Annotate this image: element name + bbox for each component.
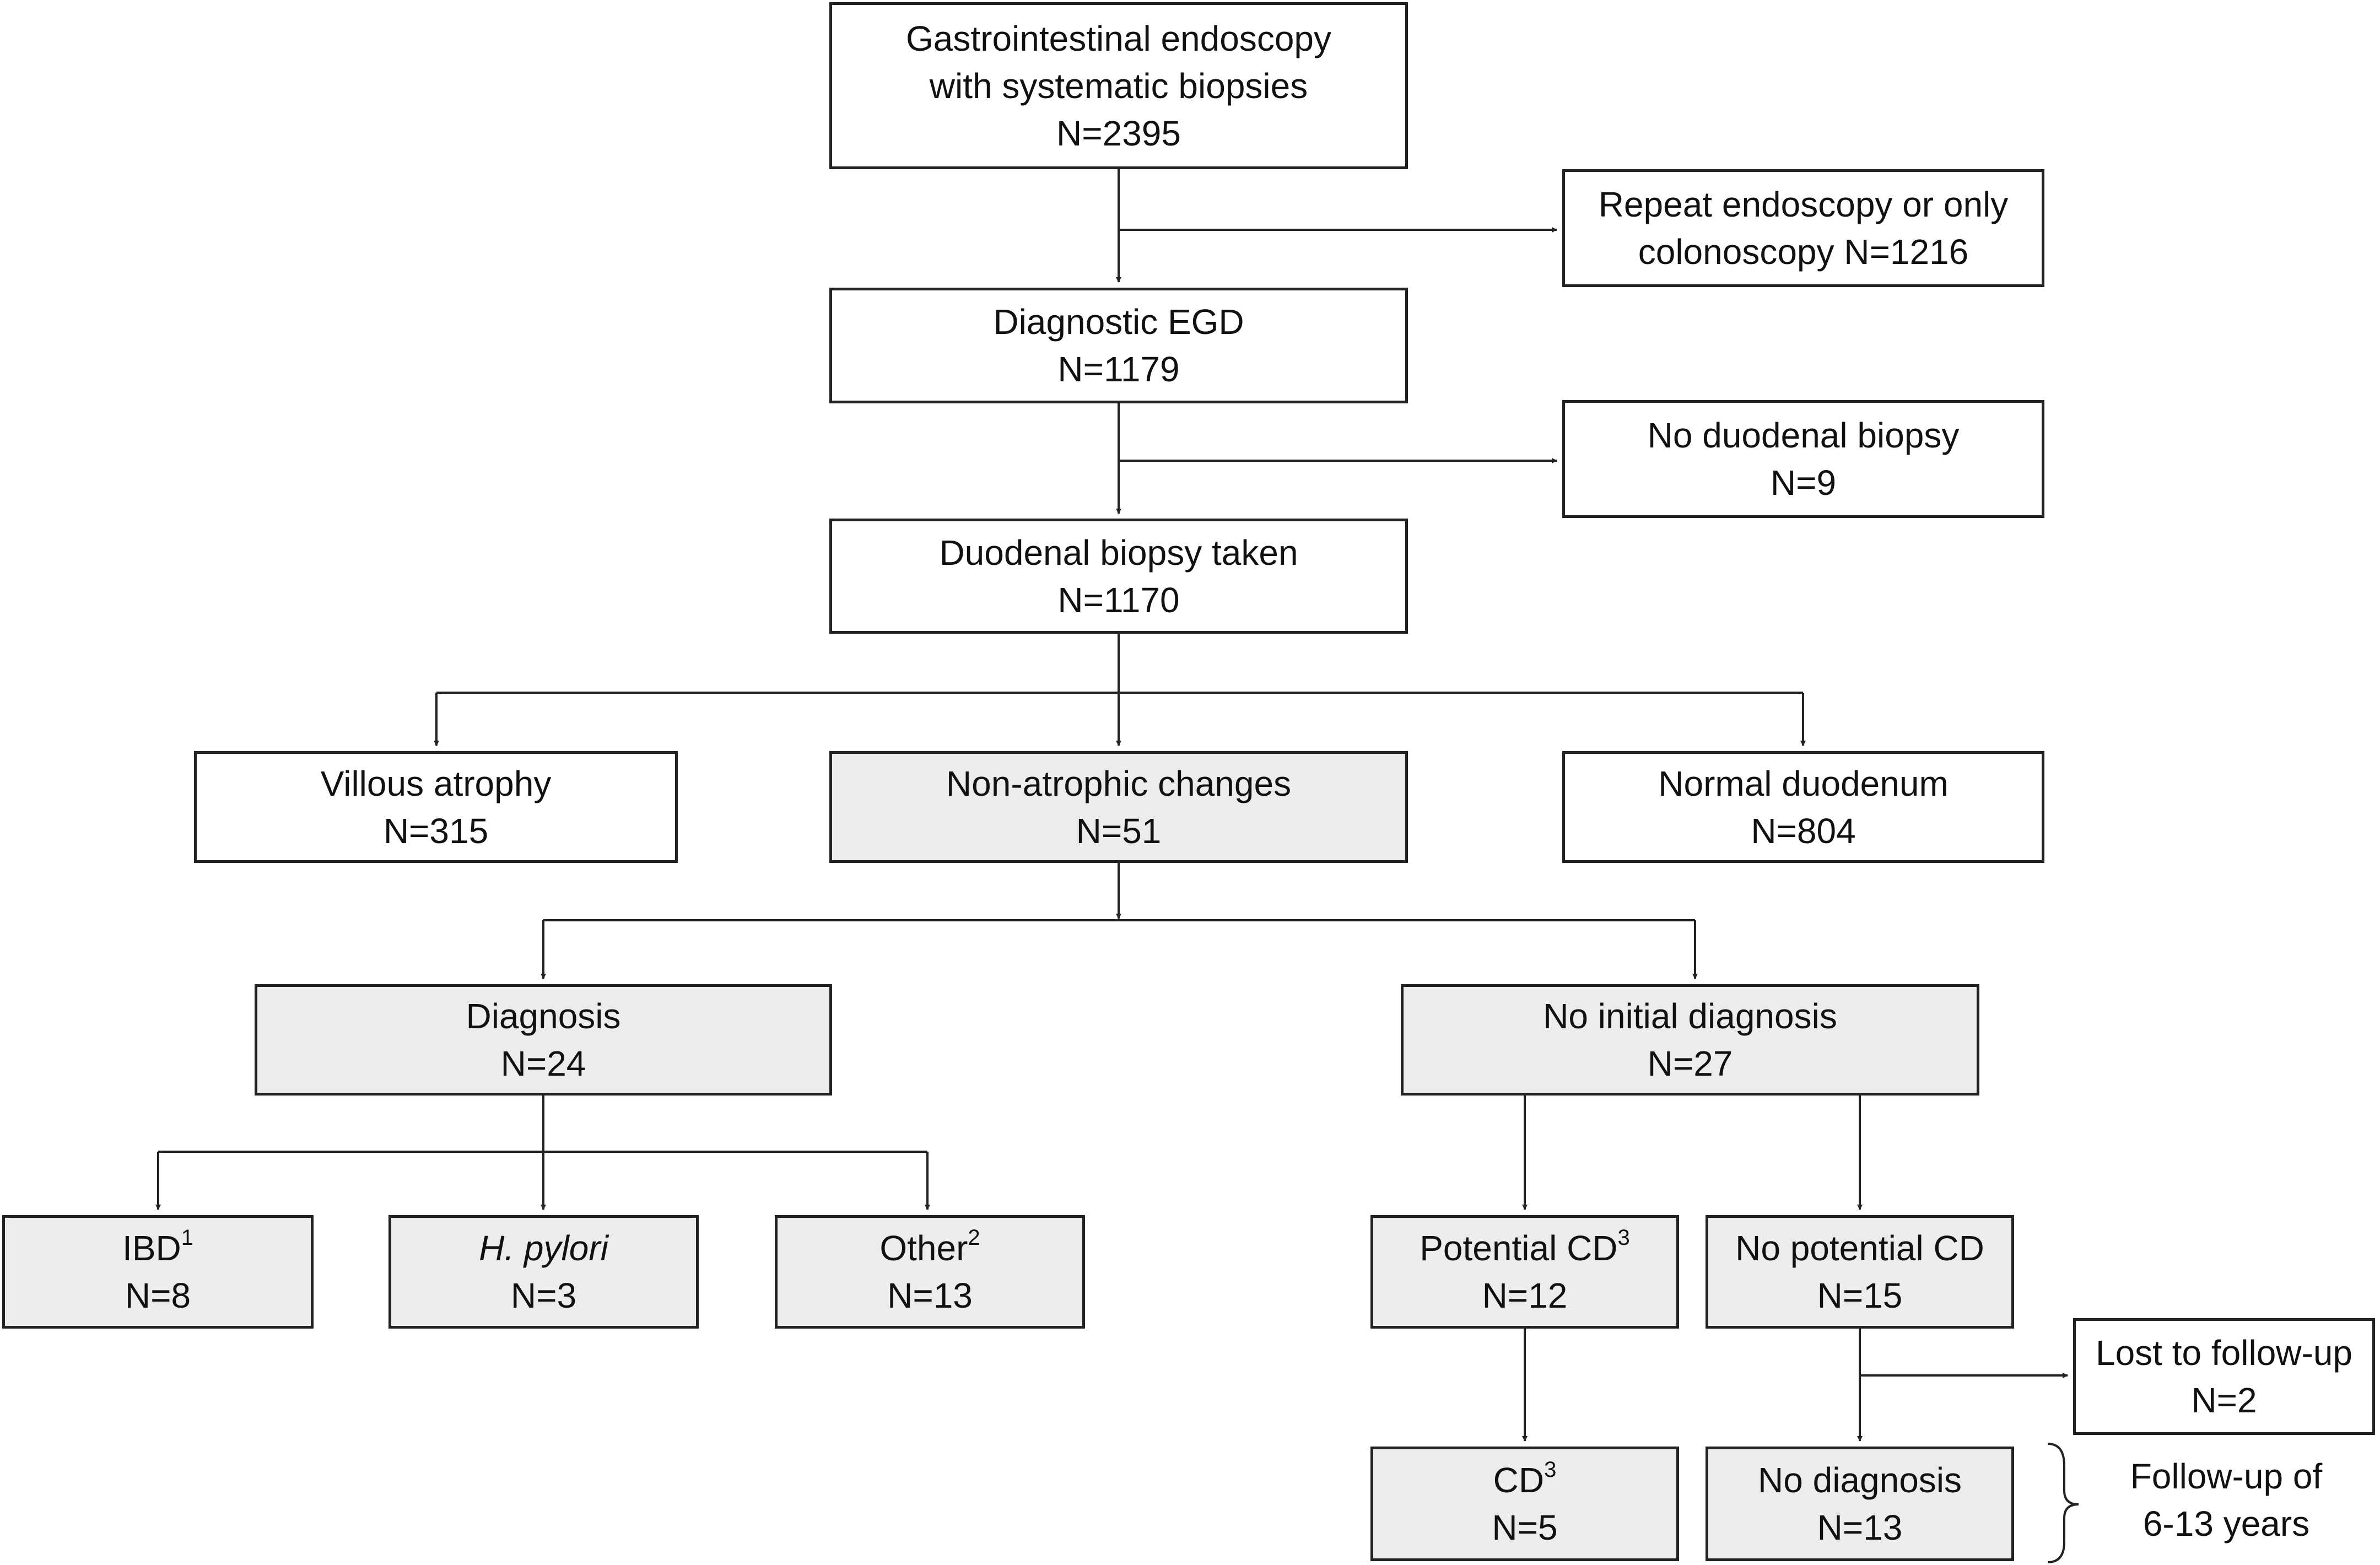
node-diagnosis-label: Diagnosis [466,996,621,1036]
node-other: Other2 N=13 [775,1215,1085,1329]
node-no-duodenal-count: N=9 [1770,463,1837,503]
followup-duration-note: Follow-up of 6-13 years [2088,1453,2364,1547]
node-nonatrophic-count: N=51 [1076,811,1162,851]
node-cd-count: N=5 [1492,1508,1558,1547]
followup-line-2: 6-13 years [2142,1504,2310,1544]
node-ibd-count: N=8 [125,1276,191,1315]
node-normal-duodenum: Normal duodenum N=804 [1562,751,2044,863]
node-no-diagnosis-label: No diagnosis [1758,1460,1962,1500]
node-endoscopy-count: N=2395 [1056,113,1181,153]
node-non-atrophic-changes: Non-atrophic changes N=51 [829,751,1408,863]
node-cd: CD3 N=5 [1370,1447,1679,1561]
footnote-1-marker: 1 [181,1225,193,1250]
node-ibd-label: IBD1 [122,1225,193,1268]
node-duodenal-biopsy: Duodenal biopsy taken N=1170 [829,519,1408,634]
node-normal-count: N=804 [1751,811,1856,851]
node-endoscopy-line-2: with systematic biopsies [929,66,1308,106]
node-villous-atrophy: Villous atrophy N=315 [194,751,678,863]
node-no-diagnosis: No diagnosis N=13 [1706,1447,2014,1561]
node-repeat-endoscopy: Repeat endoscopy or only colonoscopy N=1… [1562,169,2044,287]
node-potential-cd-count: N=12 [1482,1276,1568,1315]
node-no-initial-diagnosis: No initial diagnosis N=27 [1401,984,1979,1096]
node-repeat-line-2: colonoscopy N=1216 [1638,232,1969,272]
footnote-2-marker: 2 [968,1225,980,1250]
node-normal-label: Normal duodenum [1658,763,1949,803]
node-potential-cd-label: Potential CD3 [1420,1225,1630,1268]
node-no-potential-cd: No potential CD N=15 [1706,1215,2014,1329]
node-repeat-line-1: Repeat endoscopy or only [1598,185,2009,224]
node-endoscopy-total: Gastrointestinal endoscopy with systemat… [829,2,1408,169]
node-hpylori-count: N=3 [510,1276,577,1315]
node-egd-label: Diagnostic EGD [993,302,1244,342]
node-duodenal-count: N=1170 [1057,580,1180,620]
node-no-initial-count: N=27 [1647,1044,1733,1083]
node-villous-label: Villous atrophy [320,763,552,803]
node-lost-count: N=2 [2191,1380,2257,1420]
footnote-3-marker-cd: 3 [1544,1457,1557,1482]
node-villous-count: N=315 [383,811,489,851]
node-duodenal-label: Duodenal biopsy taken [939,532,1298,573]
node-lost-to-follow-up: Lost to follow-up N=2 [2073,1318,2375,1435]
node-no-potential-label: No potential CD [1735,1228,1984,1268]
node-other-label: Other2 [879,1225,980,1268]
node-cd-label: CD3 [1493,1457,1557,1500]
node-endoscopy-line-1: Gastrointestinal endoscopy [906,18,1331,58]
node-no-duodenal-label: No duodenal biopsy [1647,415,1960,455]
node-diagnostic-egd: Diagnostic EGD N=1179 [829,288,1408,403]
node-hpylori-label: H. pylori [479,1228,608,1268]
node-no-duodenal-biopsy: No duodenal biopsy N=9 [1562,400,2044,518]
node-ibd: IBD1 N=8 [2,1215,314,1329]
node-nonatrophic-label: Non-atrophic changes [946,763,1292,803]
followup-brace [2047,1443,2079,1563]
footnote-3-marker: 3 [1617,1225,1630,1250]
node-potential-cd: Potential CD3 N=12 [1370,1215,1679,1329]
node-other-count: N=13 [887,1276,973,1315]
node-no-initial-label: No initial diagnosis [1543,996,1837,1036]
node-diagnosis: Diagnosis N=24 [255,984,832,1096]
followup-line-1: Follow-up of [2130,1456,2323,1496]
node-egd-count: N=1179 [1057,349,1180,389]
node-h-pylori: H. pylori N=3 [388,1215,699,1329]
node-diagnosis-count: N=24 [500,1044,586,1083]
node-no-diagnosis-count: N=13 [1817,1508,1903,1547]
node-lost-label: Lost to follow-up [2095,1333,2353,1373]
node-no-potential-count: N=15 [1817,1276,1903,1315]
